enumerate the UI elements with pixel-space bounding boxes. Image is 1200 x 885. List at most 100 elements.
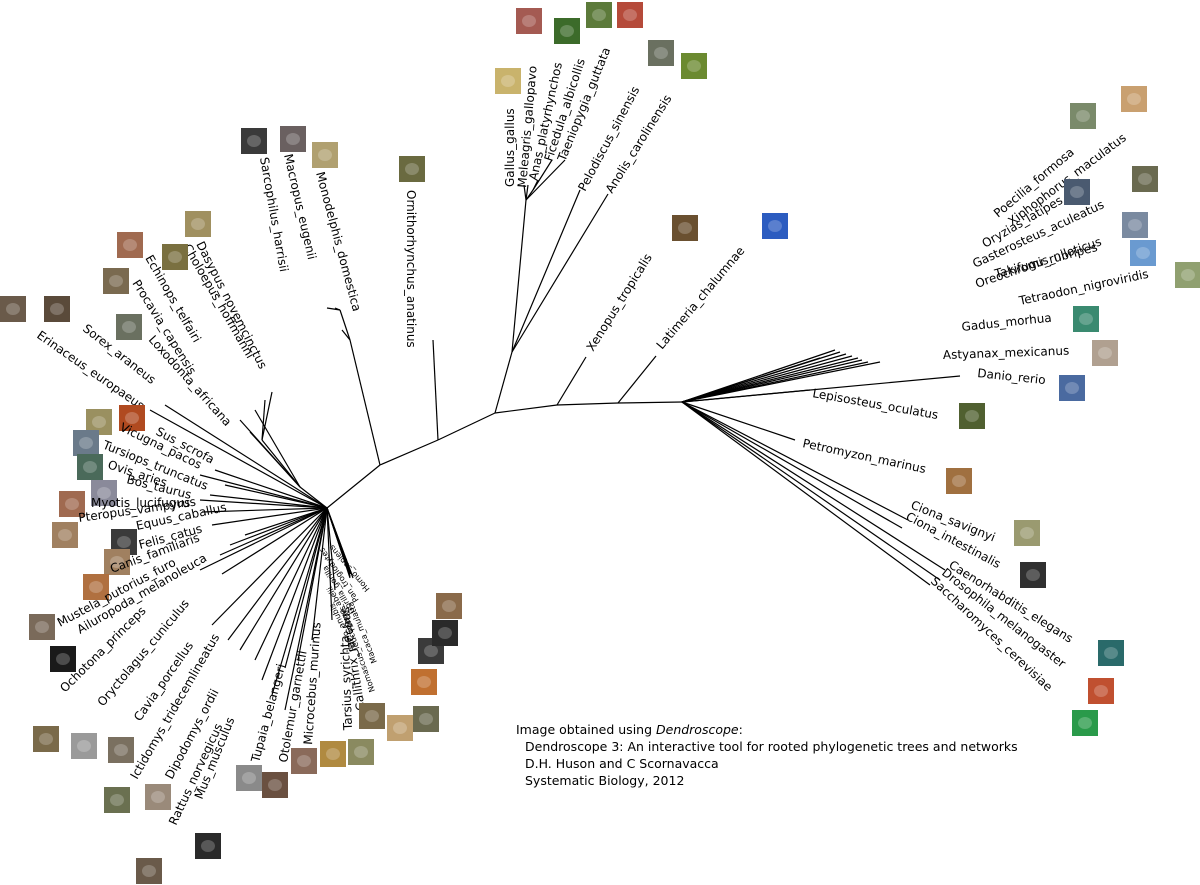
taxon-photo-highlight <box>286 133 300 145</box>
taxon-photo <box>1092 340 1118 366</box>
taxon-photo <box>52 522 78 548</box>
taxon-photo-highlight <box>6 303 20 315</box>
taxon-photo-highlight <box>1026 569 1040 581</box>
taxon-photo-highlight <box>117 536 131 548</box>
tree-edge <box>511 189 581 353</box>
taxon-photo <box>516 8 542 34</box>
taxon-photo-highlight <box>247 135 261 147</box>
taxon-photo-highlight <box>522 15 536 27</box>
tree-edge <box>326 507 351 575</box>
taxon-photo-highlight <box>393 722 407 734</box>
taxon-photo-highlight <box>142 865 156 877</box>
taxon-photo-highlight <box>110 794 124 806</box>
taxon-photo <box>1132 166 1158 192</box>
taxon-photo <box>291 748 317 774</box>
tree-edge <box>219 507 328 556</box>
taxon-xenopus-tropicalis: Xenopus_tropicalis <box>584 215 698 354</box>
taxon-photo-highlight <box>501 75 515 87</box>
taxon-photo-highlight <box>1136 247 1150 259</box>
citation-journal: Systematic Biology, 2012 <box>525 773 685 788</box>
tree-edge <box>221 507 328 575</box>
tree-edge <box>284 507 328 669</box>
taxon-photo-highlight <box>1094 685 1108 697</box>
taxon-photo <box>1059 375 1085 401</box>
taxon-photo <box>33 726 59 752</box>
tree-edge <box>681 401 946 571</box>
taxon-danio-rerio: Danio_rerio <box>977 366 1085 401</box>
taxon-photo-highlight <box>417 676 431 688</box>
taxon-gallus-gallus: Gallus_gallus <box>495 68 521 187</box>
tree-edges <box>149 159 961 711</box>
tree-edge <box>239 507 328 651</box>
tree-edge <box>525 159 566 201</box>
taxon-photo <box>1122 212 1148 238</box>
taxon-dasypus-novemcinctus: Dasypus_novemcinctus <box>185 211 270 371</box>
taxon-photo <box>432 620 458 646</box>
tree-edge <box>532 159 553 191</box>
taxon-photo <box>399 156 425 182</box>
taxon-tetraodon-nigroviridis: Tetraodon_nigroviridis <box>1017 262 1200 308</box>
tree-edge <box>271 507 328 696</box>
taxon-photo-highlight <box>768 220 782 232</box>
credit-block: Image obtained using Dendroscope: Dendro… <box>516 721 1018 789</box>
tree-edge <box>556 402 619 406</box>
taxon-photo-highlight <box>424 645 438 657</box>
taxon-photo <box>1073 306 1099 332</box>
taxon-label: Dasypus_novemcinctus <box>193 239 270 371</box>
taxon-lepisosteus-oculatus: Lepisosteus_oculatus <box>811 386 985 429</box>
taxon-photo-highlight <box>123 239 137 251</box>
taxon-photo <box>1121 86 1147 112</box>
taxon-photo <box>77 454 103 480</box>
taxon-photo <box>280 126 306 152</box>
taxon-photo <box>1070 103 1096 129</box>
credit-suffix: : <box>738 722 743 737</box>
tree-edge <box>432 339 439 441</box>
tree-edge <box>211 507 328 626</box>
taxon-label: Monodelphis_domestica <box>313 170 364 313</box>
tree-edge <box>681 361 881 403</box>
taxon-photo-highlight <box>365 710 379 722</box>
taxon-photo-highlight <box>1138 173 1152 185</box>
taxon-photo <box>681 53 707 79</box>
tree-edge <box>681 401 909 521</box>
taxon-photo-highlight <box>965 410 979 422</box>
taxon-photo-highlight <box>168 251 182 263</box>
taxon-photo-highlight <box>1070 186 1084 198</box>
taxon-photo <box>59 491 85 517</box>
tree-edge <box>199 507 328 571</box>
taxon-photo <box>617 2 643 28</box>
tree-edge <box>297 507 328 661</box>
tree-edge <box>311 507 328 641</box>
taxon-photo <box>1130 240 1156 266</box>
taxon-photo <box>586 2 612 28</box>
taxon-photo <box>387 715 413 741</box>
tree-edge <box>254 507 328 661</box>
taxon-label: Petromyzon_marinus <box>801 436 927 476</box>
taxon-photo <box>1175 262 1200 288</box>
tree-edge <box>494 404 558 414</box>
taxon-photo-highlight <box>58 529 72 541</box>
tree-edge <box>511 199 527 353</box>
taxon-photo <box>103 268 129 294</box>
taxon-photo-highlight <box>201 840 215 852</box>
taxon-photo <box>195 833 221 859</box>
taxon-photo-highlight <box>687 60 701 72</box>
tree-edge <box>349 339 381 466</box>
taxon-ornithorhynchus-anatinus: Ornithorhynchus_anatinus <box>399 156 425 348</box>
taxon-photo-highlight <box>1078 717 1092 729</box>
tree-edge <box>261 391 273 441</box>
tree-edge <box>339 309 351 341</box>
tree-edge <box>617 401 683 404</box>
taxon-photo <box>1072 710 1098 736</box>
taxon-label: Danio_rerio <box>977 366 1047 387</box>
taxon-photo <box>946 468 972 494</box>
taxon-photo <box>136 858 162 884</box>
tree-edge <box>149 409 328 509</box>
taxon-photo-highlight <box>1127 93 1141 105</box>
taxon-label: Myotis_lucifugus <box>91 496 190 510</box>
taxon-photo-highlight <box>79 437 93 449</box>
taxon-photo <box>236 765 262 791</box>
taxon-label: Xenopus_tropicalis <box>584 251 655 353</box>
taxon-photo-highlight <box>592 9 606 21</box>
tree-edge <box>326 507 333 621</box>
